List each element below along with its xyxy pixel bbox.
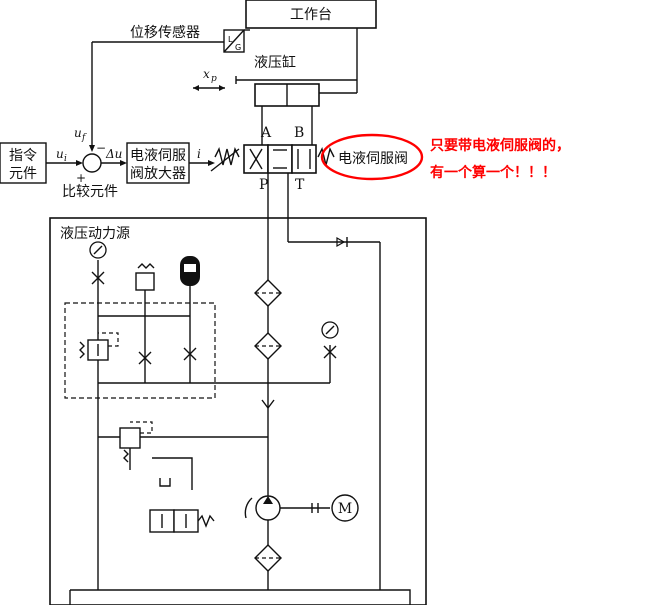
servo-valve-label: 电液伺服阀	[338, 151, 408, 167]
annotation-line-2: 有一个算一个！！！	[430, 164, 556, 181]
hydraulic-power-unit: 液压动力源	[49, 173, 427, 605]
comparator-label: 比较元件	[62, 184, 118, 200]
xp-label: x	[203, 67, 210, 81]
lvdt-l-label: L	[228, 35, 233, 44]
amplifier-label-2: 阀放大器	[130, 166, 186, 182]
svg-text:i: i	[64, 154, 67, 164]
workbench-label: 工作台	[290, 7, 332, 23]
svg-text:f: f	[81, 133, 87, 143]
plus-sign: +	[76, 171, 86, 185]
port-a-label: A	[260, 125, 272, 141]
i-label: i	[197, 147, 201, 161]
servo-valve: A B P T 电液伺服阀	[210, 124, 408, 193]
svg-text:p: p	[211, 74, 217, 84]
displacement-sensor-label: 位移传感器	[130, 24, 200, 41]
command-label-2: 元件	[9, 166, 37, 182]
highlight-ellipse	[320, 133, 424, 181]
power-source-label: 液压动力源	[60, 226, 130, 242]
port-t-label: T	[295, 177, 305, 193]
ui-label: u	[56, 147, 64, 161]
hydraulic-cylinder: 液压缸	[235, 54, 357, 124]
port-b-label: B	[294, 125, 304, 141]
command-element: 指令 元件	[0, 142, 47, 184]
amplifier-label-1: 电液伺服	[130, 148, 186, 164]
lvdt-sensor: L G	[223, 29, 250, 53]
annotation-line-1: 只要带电液伺服阀的，	[430, 137, 570, 154]
motor-label: M	[338, 501, 352, 517]
servo-amplifier: 电液伺服 阀放大器	[126, 142, 190, 184]
lvdt-g-label: G	[235, 43, 241, 52]
uf-label: u	[74, 126, 82, 140]
port-p-label: P	[259, 177, 268, 193]
xp-arrow: x p	[193, 67, 225, 91]
cylinder-label: 液压缸	[254, 54, 296, 71]
workbench: 工作台	[245, 0, 377, 93]
command-label-1: 指令	[9, 148, 37, 164]
comparator: + − 比较元件	[62, 141, 118, 200]
feedback-line: u f	[74, 41, 224, 152]
du-label: Δu	[105, 147, 122, 161]
minus-sign: −	[96, 141, 106, 155]
